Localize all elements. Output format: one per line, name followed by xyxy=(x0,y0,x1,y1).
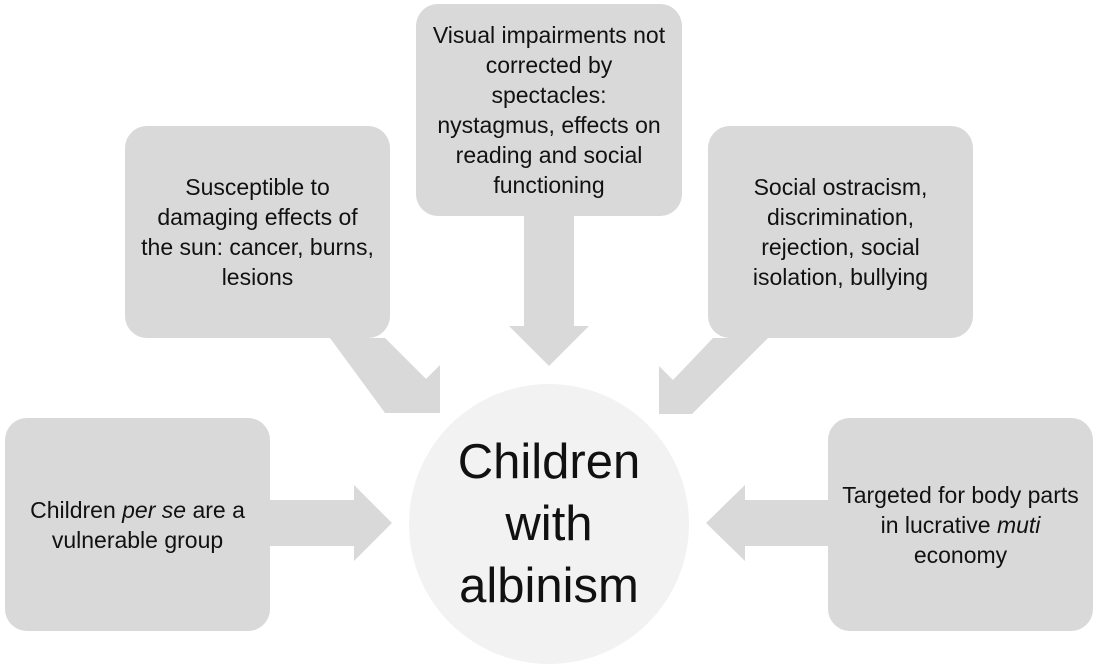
box-vulnerable-group-text-before: Children xyxy=(30,496,123,523)
box-vulnerable-group-text-after: are a vulnerable group xyxy=(51,496,245,553)
box-targeted-body-parts-text: Targeted for body parts in lucrative mut… xyxy=(842,480,1079,570)
box-targeted-body-parts: Targeted for body parts in lucrative mut… xyxy=(828,418,1093,631)
box-targeted-body-parts-text-before: Targeted for body parts in lucrative xyxy=(842,481,1079,538)
arrow-sun-shaft xyxy=(330,338,440,413)
box-sun-effects-text: Susceptible to damaging effects of the s… xyxy=(141,174,374,290)
box-targeted-body-parts-text-italic: muti xyxy=(996,511,1041,538)
box-vulnerable-group-text-italic: per se xyxy=(122,496,187,523)
box-sun-effects: Susceptible to damaging effects of the s… xyxy=(125,126,390,338)
arrow-from-vision-box xyxy=(509,216,589,366)
arrow-from-social-box xyxy=(659,338,768,414)
box-targeted-body-parts-text-after: economy xyxy=(913,541,1008,568)
box-social-ostracism: Social ostracism, discrimination, reject… xyxy=(708,126,973,338)
box-vulnerable-group: Children per se are a vulnerable group xyxy=(5,418,270,631)
center-node-label-line1: Children xyxy=(457,435,641,489)
center-node-label-line3: albinism xyxy=(459,559,639,613)
center-node-label-line2: with xyxy=(505,497,593,551)
arrow-from-children-box xyxy=(270,485,392,561)
box-visual-impairments-text: Visual impairments not corrected by spec… xyxy=(432,22,666,198)
arrow-from-targeted-box xyxy=(706,485,828,561)
box-vulnerable-group-text: Children per se are a vulnerable group xyxy=(19,495,256,555)
box-visual-impairments: Visual impairments not corrected by spec… xyxy=(416,4,682,216)
center-node-label: Children with albinism xyxy=(429,431,669,617)
box-social-ostracism-text: Social ostracism, discrimination, reject… xyxy=(752,174,929,290)
center-node: Children with albinism xyxy=(409,384,689,664)
